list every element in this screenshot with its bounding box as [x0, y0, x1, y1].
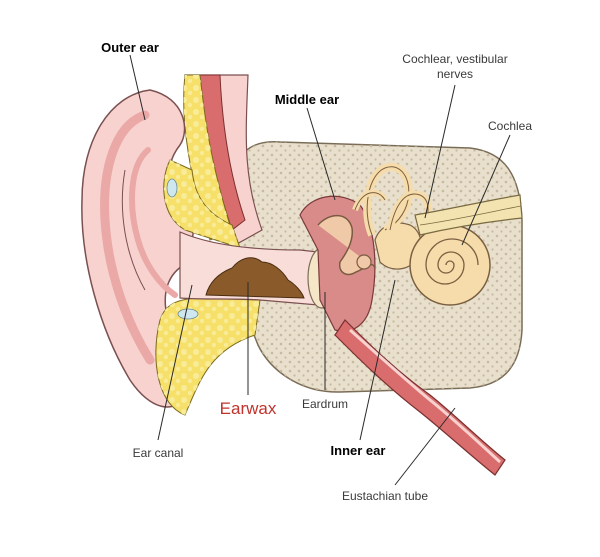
label-earwax: Earwax [220, 399, 277, 418]
label-middle-ear: Middle ear [275, 92, 339, 107]
leader-eustachian-tube [394, 407, 456, 486]
leader-ear-canal [157, 284, 193, 441]
inner-ear-structure [352, 162, 491, 306]
label-ear-canal: Ear canal [133, 446, 184, 460]
temporal-bone [231, 141, 523, 393]
leader-cochlea [461, 134, 511, 246]
leader-lines [129, 54, 511, 486]
label-inner-ear: Inner ear [331, 443, 386, 458]
label-eardrum: Eardrum [302, 397, 348, 411]
leader-inner-ear [359, 279, 396, 441]
label-eustachian-tube: Eustachian tube [342, 489, 428, 503]
cochlear-vestibular-nerve-bundle [414, 194, 523, 236]
label-nerves-line1: Cochlear, vestibular [402, 52, 507, 66]
leader-outer-ear [129, 54, 146, 121]
label-nerves-line2: nerves [437, 67, 473, 81]
scalp-layers [183, 74, 263, 246]
leader-nerves [424, 84, 456, 219]
middle-ear-cavity [299, 195, 376, 332]
earwax-mass [205, 257, 305, 299]
label-outer-ear: Outer ear [101, 40, 159, 55]
leader-middle-ear [306, 107, 336, 201]
canal-cartilage [155, 159, 261, 416]
label-cochlea: Cochlea [488, 119, 532, 133]
